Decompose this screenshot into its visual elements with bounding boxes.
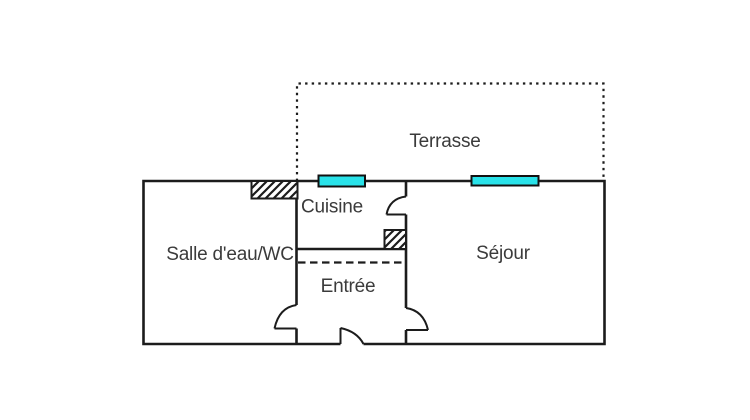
room-label-sejour: Séjour — [476, 243, 531, 264]
door-entree-to-sejour — [405, 307, 429, 331]
sejour-window — [470, 175, 540, 187]
hatched-wall-top — [250, 180, 299, 200]
cuisine-window — [317, 174, 366, 188]
outer-walls — [142, 179, 606, 346]
room-label-terrasse: Terrasse — [409, 131, 480, 152]
front-entrance-door — [339, 327, 365, 345]
room-label-entree: Entrée — [321, 276, 376, 297]
room-label-cuisine: Cuisine — [301, 197, 363, 218]
hatched-wall-entree — [383, 229, 407, 250]
door-cuisine-to-sejour — [385, 195, 407, 216]
room-label-salle-eau-wc: Salle d'eau/WC — [166, 244, 294, 265]
door-entree-to-salle-eau — [273, 304, 297, 330]
